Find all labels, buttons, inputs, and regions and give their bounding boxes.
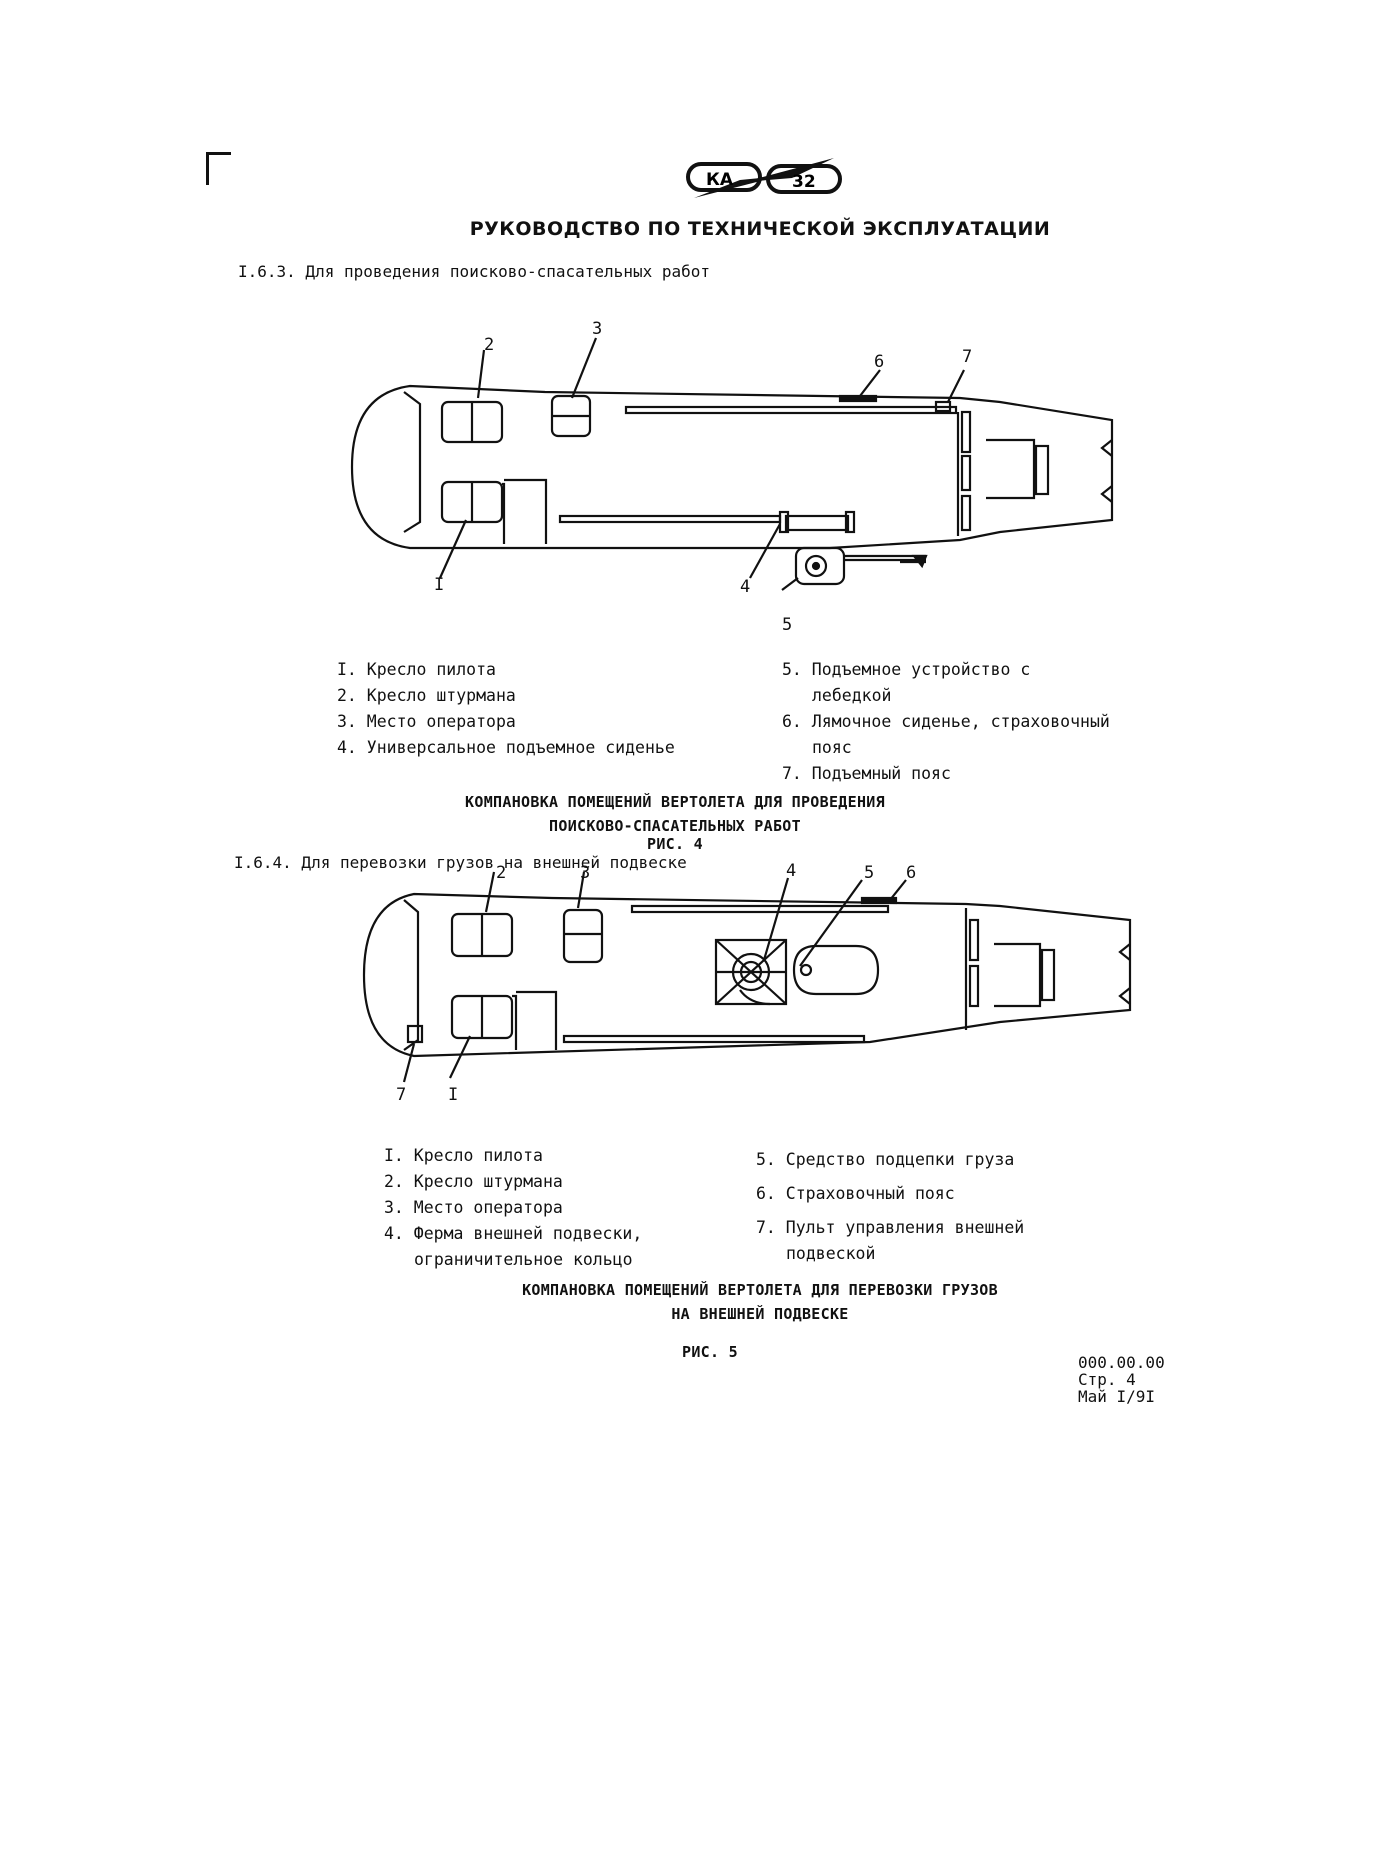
callout-1: I <box>434 575 444 595</box>
section-heading-1-6-4: I.6.4. Для перевозки грузов на внешней п… <box>234 853 687 872</box>
legend-item-cont: лебедкой <box>812 686 892 705</box>
logo-text-32: 32 <box>792 172 816 192</box>
legend-item: 2. Кресло штурмана <box>337 686 516 705</box>
callout-2: 2 <box>484 335 494 355</box>
legend-item: 3. Место оператора <box>337 712 516 731</box>
caption-line: НА ВНЕШНЕЙ ПОДВЕСКЕ <box>671 1305 849 1323</box>
legend-fig4-left: I. Кресло пилота 2. Кресло штурмана 3. М… <box>337 657 675 761</box>
figure-5-caption: КОМПАНОВКА ПОМЕЩЕНИЙ ВЕРТОЛЕТА ДЛЯ ПЕРЕВ… <box>0 1278 1375 1326</box>
legend-item: 7. Подъемный пояс <box>782 764 951 783</box>
legend-item: 7. Пульт управления внешней <box>756 1218 1025 1237</box>
caption-line: ПОИСКОВО-СПАСАТЕЛЬНЫХ РАБОТ <box>549 817 801 835</box>
ka32-logo: КА 32 <box>686 158 842 198</box>
legend-item: I. Кресло пилота <box>337 660 496 679</box>
doc-number: 000.00.00 <box>1078 1353 1165 1372</box>
callout-5: 5 <box>782 615 792 635</box>
callout-7: 7 <box>396 1085 406 1105</box>
legend-item-cont: пояс <box>812 738 852 757</box>
callout-7: 7 <box>962 347 972 367</box>
legend-fig4-right: 5. Подъемное устройство с лебедкой 6. Ля… <box>782 657 1110 787</box>
legend-fig5-left: I. Кресло пилота 2. Кресло штурмана 3. М… <box>384 1143 642 1273</box>
legend-item: 4. Ферма внешней подвески, <box>384 1224 643 1243</box>
page-number: Стр. 4 <box>1078 1370 1136 1389</box>
callout-3: 3 <box>592 319 602 339</box>
legend-item: 6. Страховочный пояс <box>756 1184 955 1203</box>
legend-item-cont: подвеской <box>786 1244 876 1263</box>
callout-4: 4 <box>786 861 796 881</box>
legend-item: 6. Лямочное сиденье, страховочный <box>782 712 1110 731</box>
callout-5: 5 <box>864 863 874 883</box>
callout-6: 6 <box>874 352 884 372</box>
callout-3: 3 <box>580 863 590 883</box>
callout-2: 2 <box>496 863 506 883</box>
legend-item: 3. Место оператора <box>384 1198 563 1217</box>
figure-5-diagram: 2 3 4 5 6 7 I <box>362 861 1132 1105</box>
document-title: РУКОВОДСТВО ПО ТЕХНИЧЕСКОЙ ЭКСПЛУАТАЦИИ <box>469 218 1051 240</box>
section-heading-1-6-3: I.6.3. Для проведения поисково-спасатель… <box>238 262 711 281</box>
figure-4-caption: КОМПАНОВКА ПОМЕЩЕНИЙ ВЕРТОЛЕТА ДЛЯ ПРОВЕ… <box>0 790 1350 838</box>
legend-item: 2. Кресло штурмана <box>384 1172 563 1191</box>
legend-item: 5. Средство подцепки груза <box>756 1150 1015 1169</box>
callout-6: 6 <box>906 863 916 883</box>
callout-1: I <box>448 1085 458 1105</box>
legend-item: I. Кресло пилота <box>384 1146 543 1165</box>
caption-line: КОМПАНОВКА ПОМЕЩЕНИЙ ВЕРТОЛЕТА ДЛЯ ПРОВЕ… <box>465 793 885 811</box>
document-reference: 000.00.00 Стр. 4 Май I/9I <box>1078 1354 1165 1405</box>
callout-4: 4 <box>740 577 750 597</box>
figure-5-label: РИС. 5 <box>682 1343 738 1361</box>
logo-text-ka: КА <box>706 170 734 190</box>
legend-item-cont: ограничительное кольцо <box>414 1250 633 1269</box>
figure-4-diagram: 2 3 6 7 I 4 5 <box>350 319 1114 635</box>
legend-item: 5. Подъемное устройство с <box>782 660 1031 679</box>
revision-date: Май I/9I <box>1078 1387 1156 1406</box>
corner-mark <box>206 152 231 185</box>
legend-fig5-right: 5. Средство подцепки груза 6. Страховочн… <box>756 1143 1024 1267</box>
caption-line: КОМПАНОВКА ПОМЕЩЕНИЙ ВЕРТОЛЕТА ДЛЯ ПЕРЕВ… <box>522 1281 998 1299</box>
legend-item: 4. Универсальное подъемное сиденье <box>337 738 675 757</box>
figure-4-label: РИС. 4 <box>647 835 703 853</box>
